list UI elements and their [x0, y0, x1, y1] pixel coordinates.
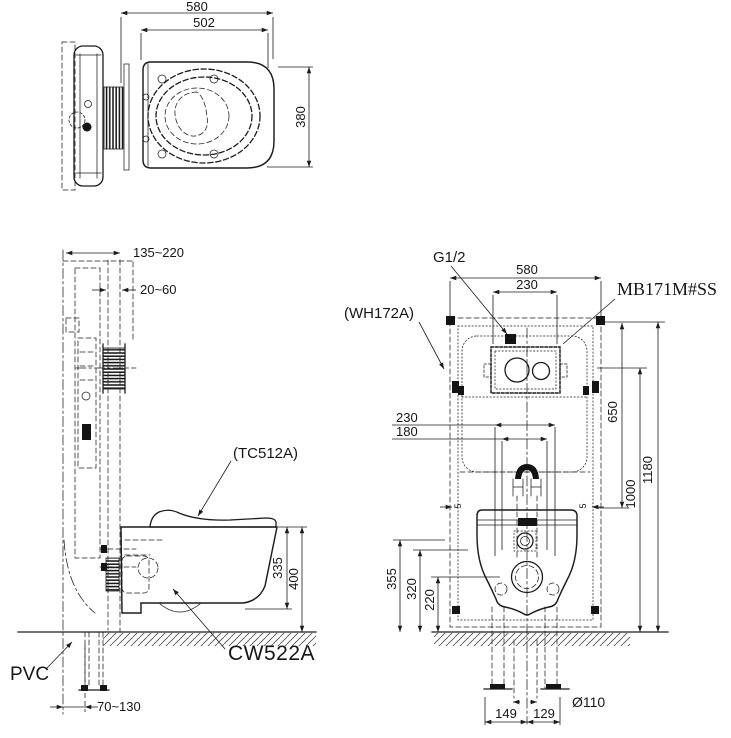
dim-inlet-height: 1000 — [623, 480, 638, 509]
label-bowl-model: CW522A — [228, 642, 315, 665]
dim-seat-length: 502 — [193, 15, 215, 30]
dim-drain-right: 129 — [533, 706, 555, 721]
dim-panel-thickness: 20~60 — [140, 282, 177, 297]
dim-frame-width: 580 — [516, 262, 538, 277]
dim-pipe-offset: 70~130 — [97, 699, 141, 714]
bowl-front — [476, 509, 578, 616]
dim-bowl-height: 335 — [270, 557, 285, 579]
dim-wall-depth: 135~220 — [133, 245, 184, 260]
bowl-plan — [123, 61, 275, 171]
label-pipe-material: PVC — [10, 664, 49, 685]
side-view-dimensions: 135~220 20~60 70~130 335 400 — [50, 245, 307, 714]
front-view-dimensions: 580 230 230 180 650 1000 1180 35 — [384, 262, 665, 725]
dim-gap-right: 5 — [578, 503, 588, 508]
dim-gap-left: 5 — [453, 503, 463, 508]
dim-height-rim: 355 — [384, 568, 399, 590]
supply-drain-stubs — [483, 606, 570, 699]
dim-seat-height: 400 — [286, 568, 301, 590]
dim-overall-width: 580 — [186, 0, 208, 14]
flush-button-small — [531, 361, 551, 381]
tank-plan — [61, 41, 104, 191]
dim-frame-height: 1180 — [640, 456, 655, 484]
flex-connector-side — [75, 343, 137, 394]
dim-inlet-offset: 230 — [516, 277, 538, 292]
side-view: (TC512A) CW522A PVC 135~220 20~60 70~130… — [10, 245, 317, 715]
flex-connector-plan — [103, 86, 124, 150]
flush-bend — [512, 464, 542, 561]
cistern-front — [458, 334, 591, 473]
fixing-bolts-side — [99, 545, 150, 594]
dim-drain-left: 149 — [495, 706, 517, 721]
bowl-profile — [120, 526, 278, 614]
dim-height-low: 220 — [422, 589, 437, 611]
front-view: G1/2 MB171M#SS (WH172A) 580 230 230 180 — [344, 249, 717, 725]
in-wall-frame-side — [65, 267, 101, 559]
dim-bolt-width-inner: 180 — [396, 424, 418, 439]
dim-depth: 380 — [293, 106, 308, 128]
dim-height-mid: 320 — [404, 578, 419, 600]
top-view-dimensions: 580 502 380 — [120, 0, 313, 168]
label-inlet-thread: G1/2 — [433, 249, 466, 266]
dim-bolt-width-outer: 230 — [396, 410, 418, 425]
label-drain-diameter: Ø110 — [572, 694, 605, 710]
bolt-lines — [494, 427, 556, 556]
seat-hinge — [518, 518, 537, 526]
dim-tank-drop: 650 — [605, 401, 620, 423]
floor-hatch-front — [434, 633, 630, 646]
label-frame-model: (WH172A) — [344, 305, 414, 322]
drain-pipe-side — [63, 539, 110, 691]
seat-profile — [149, 509, 277, 528]
label-tank-model: MB171M#SS — [617, 279, 717, 299]
top-view: 580 502 380 — [61, 0, 313, 191]
label-seat-model: (TC512A) — [233, 445, 298, 462]
flush-button-large — [504, 357, 530, 383]
floor-hatch-side — [103, 633, 316, 646]
in-wall-frame-front — [446, 316, 605, 628]
water-inlet-fitting — [505, 334, 516, 344]
